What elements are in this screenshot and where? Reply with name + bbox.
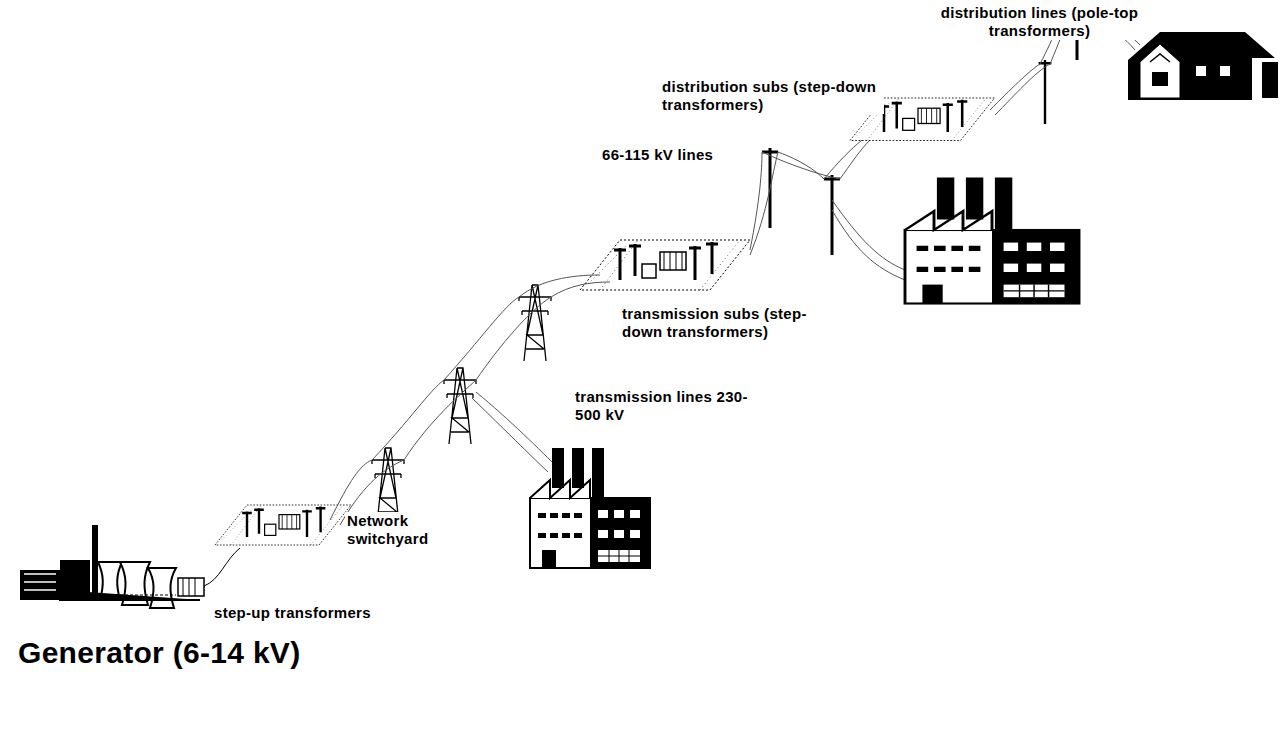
component-label: distribution subs (step-down transformer…	[660, 78, 884, 114]
transmission-substation	[580, 240, 750, 290]
power-plant	[20, 525, 200, 608]
generator-label: Generator (6-14 kV)	[16, 635, 302, 671]
step-up-transformer	[178, 578, 204, 596]
component-label: distribution lines (pole-top transformer…	[930, 4, 1149, 40]
house	[1128, 32, 1278, 100]
component-label: step-up transformers	[212, 604, 373, 622]
component-label: Network switchyard	[345, 512, 449, 548]
subtransmission-pole	[762, 148, 840, 255]
component-label: transmission subs (step-down transformer…	[620, 305, 849, 341]
network-switchyard	[215, 505, 351, 545]
component-label: 66-115 kV lines	[600, 146, 715, 164]
subtransmission-line	[750, 140, 905, 280]
transmission-tower	[372, 285, 551, 524]
factory	[905, 178, 1079, 304]
component-label: transmission lines 230-500 kV	[573, 388, 752, 424]
factory	[530, 448, 650, 568]
